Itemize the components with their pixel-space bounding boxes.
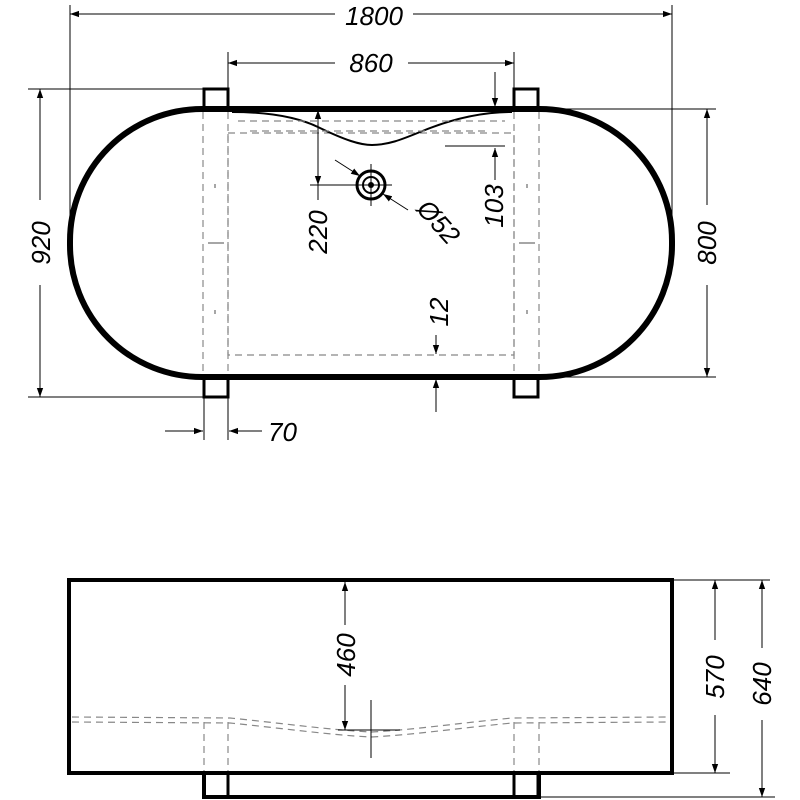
dim-drain-diameter: Ø52: [334, 159, 467, 251]
dim-103: 103: [445, 72, 509, 228]
rim-notch-curve: [231, 111, 513, 147]
dim-1800: 1800: [69, 1, 673, 235]
dim-label-12: 12: [424, 297, 454, 326]
dim-label-1800: 1800: [345, 1, 403, 31]
foot-bottom-left: [202, 374, 230, 399]
top-view: 1800 860 920 800: [26, 1, 722, 447]
dim-800: 800: [540, 108, 722, 378]
foot-top-left: [202, 87, 230, 112]
dim-920: 920: [26, 88, 204, 398]
dim-640: 640: [539, 580, 777, 798]
dim-label-860: 860: [349, 48, 393, 78]
dim-label-460: 460: [331, 633, 361, 677]
dim-label-920: 920: [26, 221, 56, 265]
side-view: 460 570 640: [67, 578, 777, 799]
basin-bottom-dashed-2: [71, 721, 671, 738]
dim-label-220: 220: [303, 210, 333, 255]
base-plinth: [202, 771, 541, 799]
dim-70: 70: [165, 397, 297, 447]
side-foot-right: [512, 771, 540, 799]
tub-outline-top: [67, 106, 675, 380]
dim-label-640: 640: [747, 662, 777, 706]
rail-marks: [208, 184, 535, 314]
dim-460: 460: [331, 582, 400, 758]
dim-860: 860: [227, 48, 515, 90]
dim-label-570: 570: [700, 655, 730, 699]
side-foot-left: [202, 771, 230, 799]
foot-top-right: [512, 87, 540, 112]
dim-label-800: 800: [692, 221, 722, 265]
dim-label-drain-diameter: Ø52: [410, 193, 466, 251]
basin-bottom-dashed: [71, 716, 671, 733]
dim-570: 570: [672, 579, 770, 774]
foot-bottom-right: [512, 374, 540, 399]
dim-label-70: 70: [268, 417, 297, 447]
dim-12: 12: [424, 297, 454, 412]
dim-220: 220: [303, 110, 360, 255]
dim-label-103: 103: [479, 184, 509, 228]
